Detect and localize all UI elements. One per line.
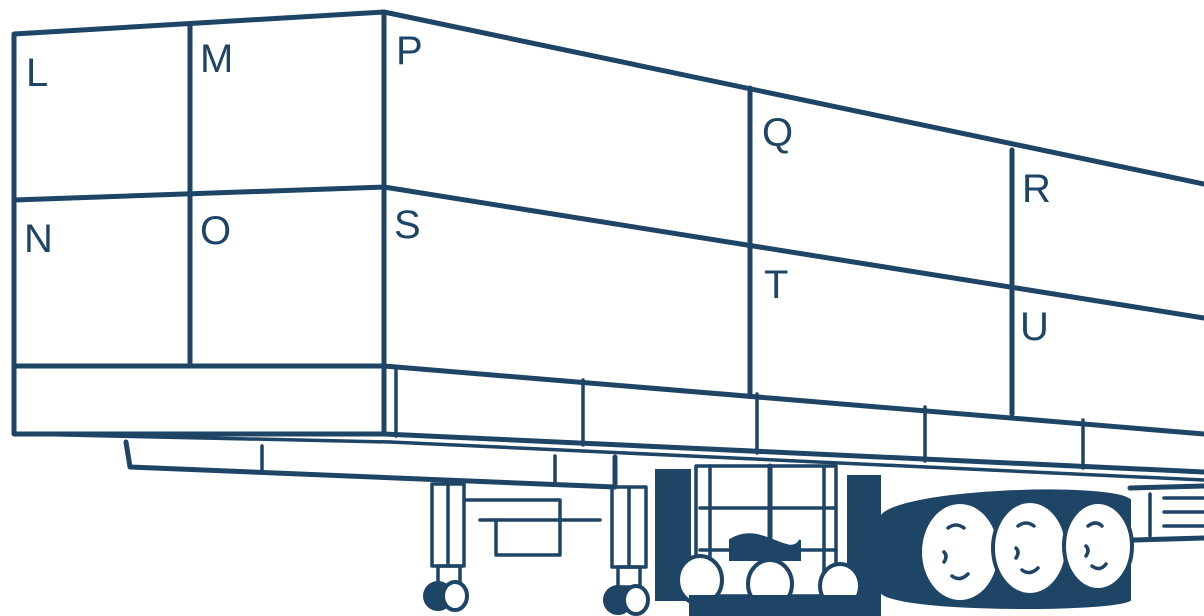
label-U: U — [1020, 305, 1049, 349]
side-face — [381, 9, 1204, 437]
deck — [11, 363, 1204, 482]
label-M: M — [200, 37, 233, 81]
label-O: O — [200, 209, 231, 253]
label-Q: Q — [762, 111, 793, 155]
landing-gear — [423, 482, 650, 616]
label-L: L — [26, 51, 48, 95]
label-T: T — [764, 263, 788, 307]
underframe — [655, 463, 881, 616]
label-N: N — [24, 217, 53, 261]
rear-frame — [1127, 483, 1204, 543]
chassis — [123, 439, 618, 490]
label-P: P — [396, 29, 423, 73]
label-S: S — [394, 203, 421, 247]
section-labels: L M P Q R N O S T U — [24, 29, 1051, 349]
label-R: R — [1022, 167, 1051, 211]
front-face — [11, 9, 387, 369]
rear-wheels — [879, 489, 1134, 610]
